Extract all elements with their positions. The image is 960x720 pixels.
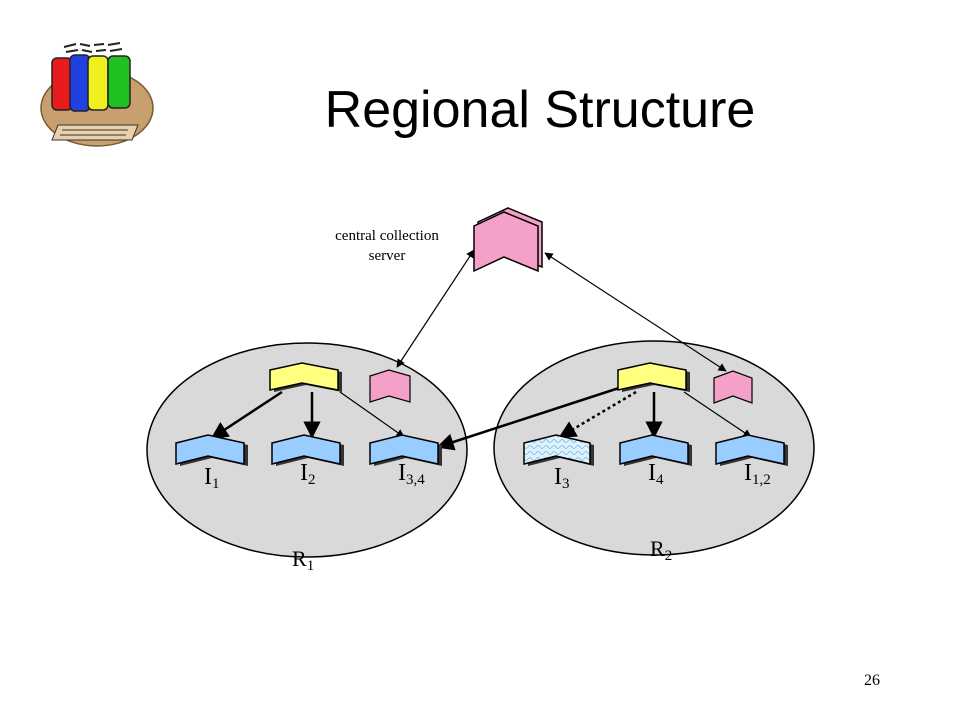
arrow-central-to-r2-cache	[544, 252, 727, 372]
r2-regional-hub-icon	[617, 362, 690, 392]
slide-title: Regional Structure	[324, 81, 756, 139]
library-books-logo-icon	[40, 42, 154, 147]
arrow-r1-hub-to-i1	[210, 390, 283, 440]
index-label-i3: I3	[554, 464, 570, 492]
index-i12-icon	[715, 434, 788, 466]
region-label-r2: R2	[650, 536, 672, 564]
arrow-r1-cache-to-central	[396, 249, 475, 368]
index-label-i34: I3,4	[398, 460, 425, 488]
index-label-i4: I4	[648, 460, 664, 488]
central-server-label-line2: server	[369, 248, 406, 264]
index-label-i1: I1	[204, 464, 220, 492]
index-i2-icon	[271, 434, 344, 466]
index-i1-icon	[175, 434, 248, 466]
r1-cache-icon	[369, 369, 411, 403]
connection-arrows	[210, 249, 752, 451]
index-label-i12: I1,2	[744, 460, 771, 488]
page-number: 26	[864, 672, 880, 689]
region-label-r1: R1	[292, 546, 314, 574]
r2-cache-icon	[713, 370, 753, 404]
index-i34-icon	[369, 434, 442, 466]
central-server-icon	[473, 207, 543, 273]
index-i3-replica-icon	[523, 434, 594, 466]
arrow-r2-hub-to-i34	[436, 385, 623, 451]
arrow-r2-hub-to-i3-replica	[558, 390, 637, 439]
central-server-label-line1: central collection	[335, 228, 439, 244]
r1-regional-hub-icon	[269, 362, 342, 392]
arrow-r2-hub-to-i12	[683, 391, 752, 438]
arrow-r1-hub-to-i34	[339, 391, 405, 438]
index-i4-icon	[619, 434, 692, 466]
index-label-i2: I2	[300, 460, 316, 488]
